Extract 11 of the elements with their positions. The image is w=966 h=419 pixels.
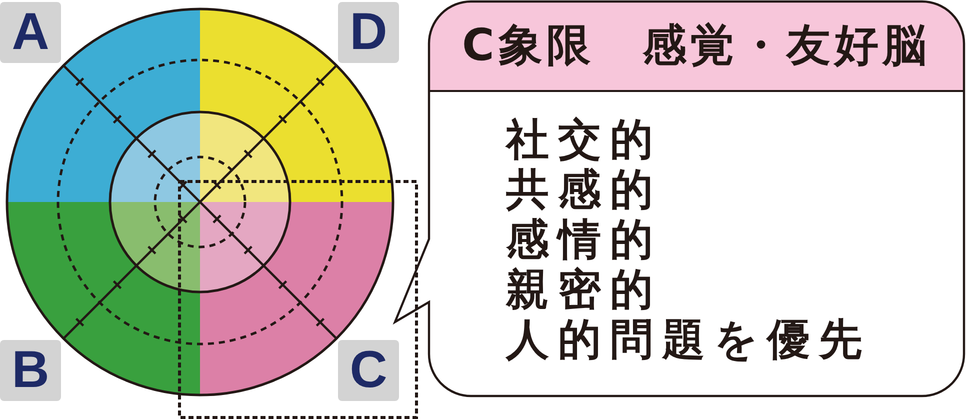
quadrant-label: C (338, 340, 399, 401)
trait-text: 感情的 (506, 215, 662, 265)
trait-text: 社交的 (506, 115, 662, 165)
speech-bubble (390, 0, 966, 399)
quadrant-label: A (0, 2, 61, 63)
trait-text: 人的問題を優先 (506, 315, 871, 365)
quadrant-label: D (338, 2, 399, 63)
trait-text: 親密的 (506, 265, 662, 315)
bubble-heading: C象限 感覚・友好脳 (462, 20, 930, 72)
trait-text: 共感的 (506, 165, 662, 215)
quadrant-label: B (0, 340, 61, 401)
